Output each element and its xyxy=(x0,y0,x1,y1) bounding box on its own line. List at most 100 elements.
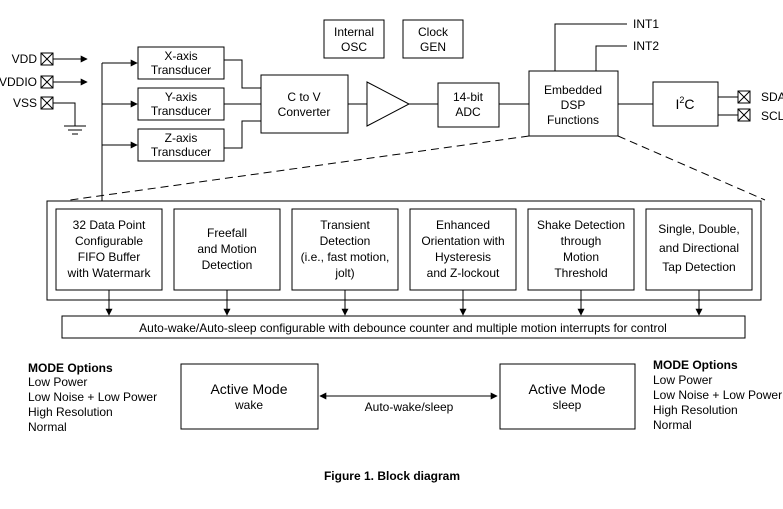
z-axis-transducer: Z-axis Transducer xyxy=(137,128,225,162)
svg-text:Active Mode: Active Mode xyxy=(528,381,605,397)
svg-text:Functions: Functions xyxy=(547,113,599,127)
autowake-bar: Auto-wake/Auto-sleep configurable with d… xyxy=(61,315,746,339)
svg-text:Y-axis: Y-axis xyxy=(165,90,197,104)
pin-vddio: VDDIO xyxy=(0,75,88,89)
svg-text:Transducer: Transducer xyxy=(151,145,211,159)
svg-text:Low Noise + Low Power: Low Noise + Low Power xyxy=(28,390,157,404)
svg-text:Hysteresis: Hysteresis xyxy=(435,250,491,264)
svg-text:ADC: ADC xyxy=(455,105,481,119)
svg-text:I2C: I2C xyxy=(675,95,694,112)
adc-block: 14-bit ADC xyxy=(437,82,500,128)
pin-vdd: VDD xyxy=(12,52,88,66)
transition-label: Auto-wake/sleep xyxy=(365,400,454,414)
svg-text:and Motion: and Motion xyxy=(197,242,256,256)
int2-line xyxy=(595,45,627,71)
svg-text:X-axis: X-axis xyxy=(164,49,197,63)
svg-text:Z-axis: Z-axis xyxy=(165,131,198,145)
zoom-line-right xyxy=(617,135,766,201)
svg-text:Transducer: Transducer xyxy=(151,104,211,118)
svg-text:Motion: Motion xyxy=(563,250,599,264)
svg-text:C to V: C to V xyxy=(287,90,320,104)
mode-options-right: MODE Options Low Power Low Noise + Low P… xyxy=(653,358,782,432)
ground-icon xyxy=(64,125,86,135)
pin-vdd-label: VDD xyxy=(12,52,38,66)
active-mode-wake: Active Mode wake xyxy=(180,363,319,430)
svg-text:jolt): jolt) xyxy=(334,266,354,280)
svg-text:DSP: DSP xyxy=(561,98,586,112)
x-axis-transducer: X-axis Transducer xyxy=(137,46,225,80)
svg-text:Detection: Detection xyxy=(320,234,371,248)
function-enhanced-orientation: Enhanced Orientation with Hysteresis and… xyxy=(409,208,517,291)
function-freefall-motion: Freefall and Motion Detection xyxy=(173,208,281,291)
svg-text:High Resolution: High Resolution xyxy=(653,403,738,417)
svg-text:Low Noise + Low Power: Low Noise + Low Power xyxy=(653,388,782,402)
function-fifo-buffer: 32 Data Point Configurable FIFO Buffer w… xyxy=(55,208,163,291)
svg-text:Embedded: Embedded xyxy=(544,83,602,97)
x-to-ctov-line xyxy=(224,59,261,89)
active-mode-sleep: Active Mode sleep xyxy=(499,363,636,430)
svg-text:Orientation with: Orientation with xyxy=(421,234,504,248)
svg-text:Normal: Normal xyxy=(653,418,692,432)
int2-label: INT2 xyxy=(633,39,659,53)
function-tap-detection: Single, Double, and Directional Tap Dete… xyxy=(645,208,753,291)
int1-label: INT1 xyxy=(633,17,659,31)
svg-text:Single, Double,: Single, Double, xyxy=(658,222,739,236)
svg-text:Low Power: Low Power xyxy=(653,373,712,387)
pin-vss: VSS xyxy=(13,96,86,135)
svg-text:Normal: Normal xyxy=(28,420,67,434)
clock-gen-block: Clock GEN xyxy=(402,19,464,59)
amplifier-icon xyxy=(366,81,411,127)
mode-options-left: MODE Options Low Power Low Noise + Low P… xyxy=(28,361,157,434)
svg-text:Freefall: Freefall xyxy=(207,226,247,240)
svg-text:and Directional: and Directional xyxy=(659,241,739,255)
i2c-block: I2C xyxy=(652,81,719,127)
svg-text:Configurable: Configurable xyxy=(75,234,143,248)
svg-text:(i.e., fast motion,: (i.e., fast motion, xyxy=(301,250,390,264)
svg-text:with Watermark: with Watermark xyxy=(67,266,152,280)
mode-options-right-title: MODE Options xyxy=(653,358,738,372)
svg-text:Tap Detection: Tap Detection xyxy=(662,260,735,274)
svg-text:Enhanced: Enhanced xyxy=(436,218,490,232)
svg-text:OSC: OSC xyxy=(341,40,367,54)
function-transient-detection: Transient Detection (i.e., fast motion, … xyxy=(291,208,399,291)
svg-text:Low Power: Low Power xyxy=(28,375,87,389)
svg-text:Converter: Converter xyxy=(278,105,331,119)
z-to-ctov-line xyxy=(224,120,261,149)
function-shake-detection: Shake Detection through Motion Threshold xyxy=(527,208,635,291)
autowake-bar-label: Auto-wake/Auto-sleep configurable with d… xyxy=(139,321,667,335)
pin-scl: SCL xyxy=(737,108,783,123)
i2c-label-main: I xyxy=(675,96,679,112)
svg-text:Transient: Transient xyxy=(320,218,370,232)
pin-vss-label: VSS xyxy=(13,96,37,110)
svg-text:Clock: Clock xyxy=(418,25,449,39)
svg-text:wake: wake xyxy=(234,398,263,412)
i2c-label-tail: C xyxy=(684,96,694,112)
pin-sda-label: SDA xyxy=(761,90,783,104)
pin-scl-label: SCL xyxy=(761,109,783,123)
svg-text:32 Data Point: 32 Data Point xyxy=(73,218,146,232)
pin-vddio-label: VDDIO xyxy=(0,75,37,89)
internal-osc-block: Internal OSC xyxy=(323,19,385,59)
pin-sda: SDA xyxy=(737,90,783,104)
svg-text:High Resolution: High Resolution xyxy=(28,405,113,419)
c-to-v-converter: C to V Converter xyxy=(260,74,349,134)
svg-text:Internal: Internal xyxy=(334,25,374,39)
dsp-functions-group xyxy=(46,200,762,301)
svg-text:GEN: GEN xyxy=(420,40,446,54)
svg-text:FIFO Buffer: FIFO Buffer xyxy=(78,250,140,264)
figure-caption: Figure 1. Block diagram xyxy=(324,469,460,483)
embedded-dsp-block: Embedded DSP Functions xyxy=(528,70,619,137)
i2c-label-sup: 2 xyxy=(679,95,684,105)
svg-text:Shake Detection: Shake Detection xyxy=(537,218,625,232)
svg-text:14-bit: 14-bit xyxy=(453,90,484,104)
svg-text:Transducer: Transducer xyxy=(151,63,211,77)
mode-options-left-title: MODE Options xyxy=(28,361,113,375)
svg-text:Detection: Detection xyxy=(202,258,253,272)
svg-text:sleep: sleep xyxy=(553,398,582,412)
svg-text:and Z-lockout: and Z-lockout xyxy=(427,266,500,280)
svg-text:Threshold: Threshold xyxy=(554,266,607,280)
svg-text:through: through xyxy=(561,234,602,248)
int1-line xyxy=(554,23,627,71)
svg-text:Active Mode: Active Mode xyxy=(210,381,287,397)
